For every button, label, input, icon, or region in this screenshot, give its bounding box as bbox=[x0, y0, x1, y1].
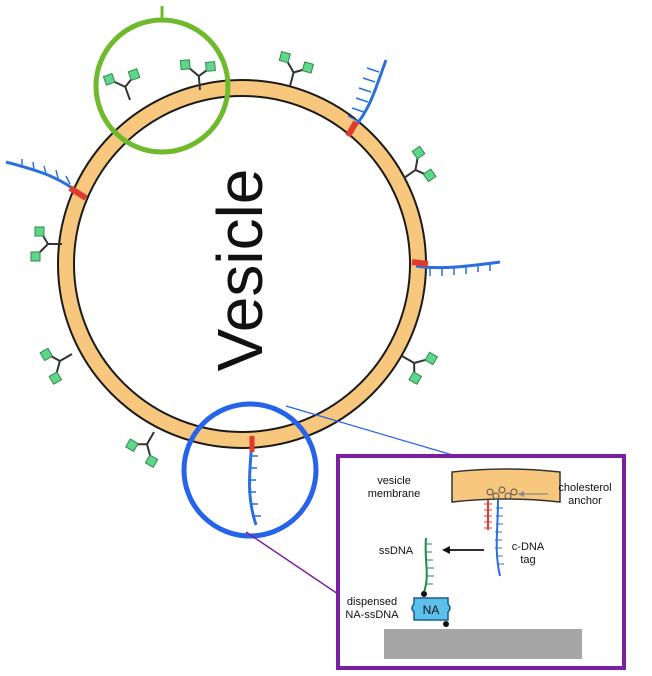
cholesterol-anchor-icon bbox=[486, 486, 518, 500]
inset-panel: vesicle membrane cholesterol anchor ssDN… bbox=[336, 454, 626, 670]
glycan-icon bbox=[35, 338, 82, 386]
membrane-label-line2: membrane bbox=[368, 488, 421, 500]
dna-tag-right bbox=[411, 259, 501, 276]
vesicle-label: Vesicle bbox=[204, 169, 276, 372]
anchor-label-line1: cholesterol bbox=[558, 482, 611, 494]
membrane-label-line1: vesicle bbox=[377, 475, 411, 487]
na-molecule-icon bbox=[411, 597, 451, 627]
ssdna-label: ssDNA bbox=[379, 545, 414, 557]
dna-tag-bottom bbox=[248, 436, 261, 526]
dispensed-label-line2: NA-ssDNA bbox=[345, 609, 399, 621]
cdna-label-line2: tag bbox=[520, 554, 535, 566]
na-label: NA bbox=[423, 603, 440, 617]
dna-tag-top-right bbox=[345, 59, 388, 138]
blue-highlight-circle bbox=[181, 401, 319, 539]
glycan-icon bbox=[102, 64, 147, 107]
inset-membrane-band bbox=[451, 468, 561, 503]
substrate-surface bbox=[384, 629, 582, 659]
anchor-label-line2: anchor bbox=[568, 495, 602, 507]
cdna-tag-icon bbox=[484, 499, 504, 577]
dispensed-label-line1: dispensed bbox=[347, 596, 397, 608]
connector-purple bbox=[245, 531, 339, 595]
ssdna-icon bbox=[421, 537, 434, 597]
cdna-label-line1: c-DNA bbox=[512, 541, 545, 553]
connector-blue bbox=[285, 405, 457, 457]
dna-tag-left bbox=[5, 159, 88, 201]
